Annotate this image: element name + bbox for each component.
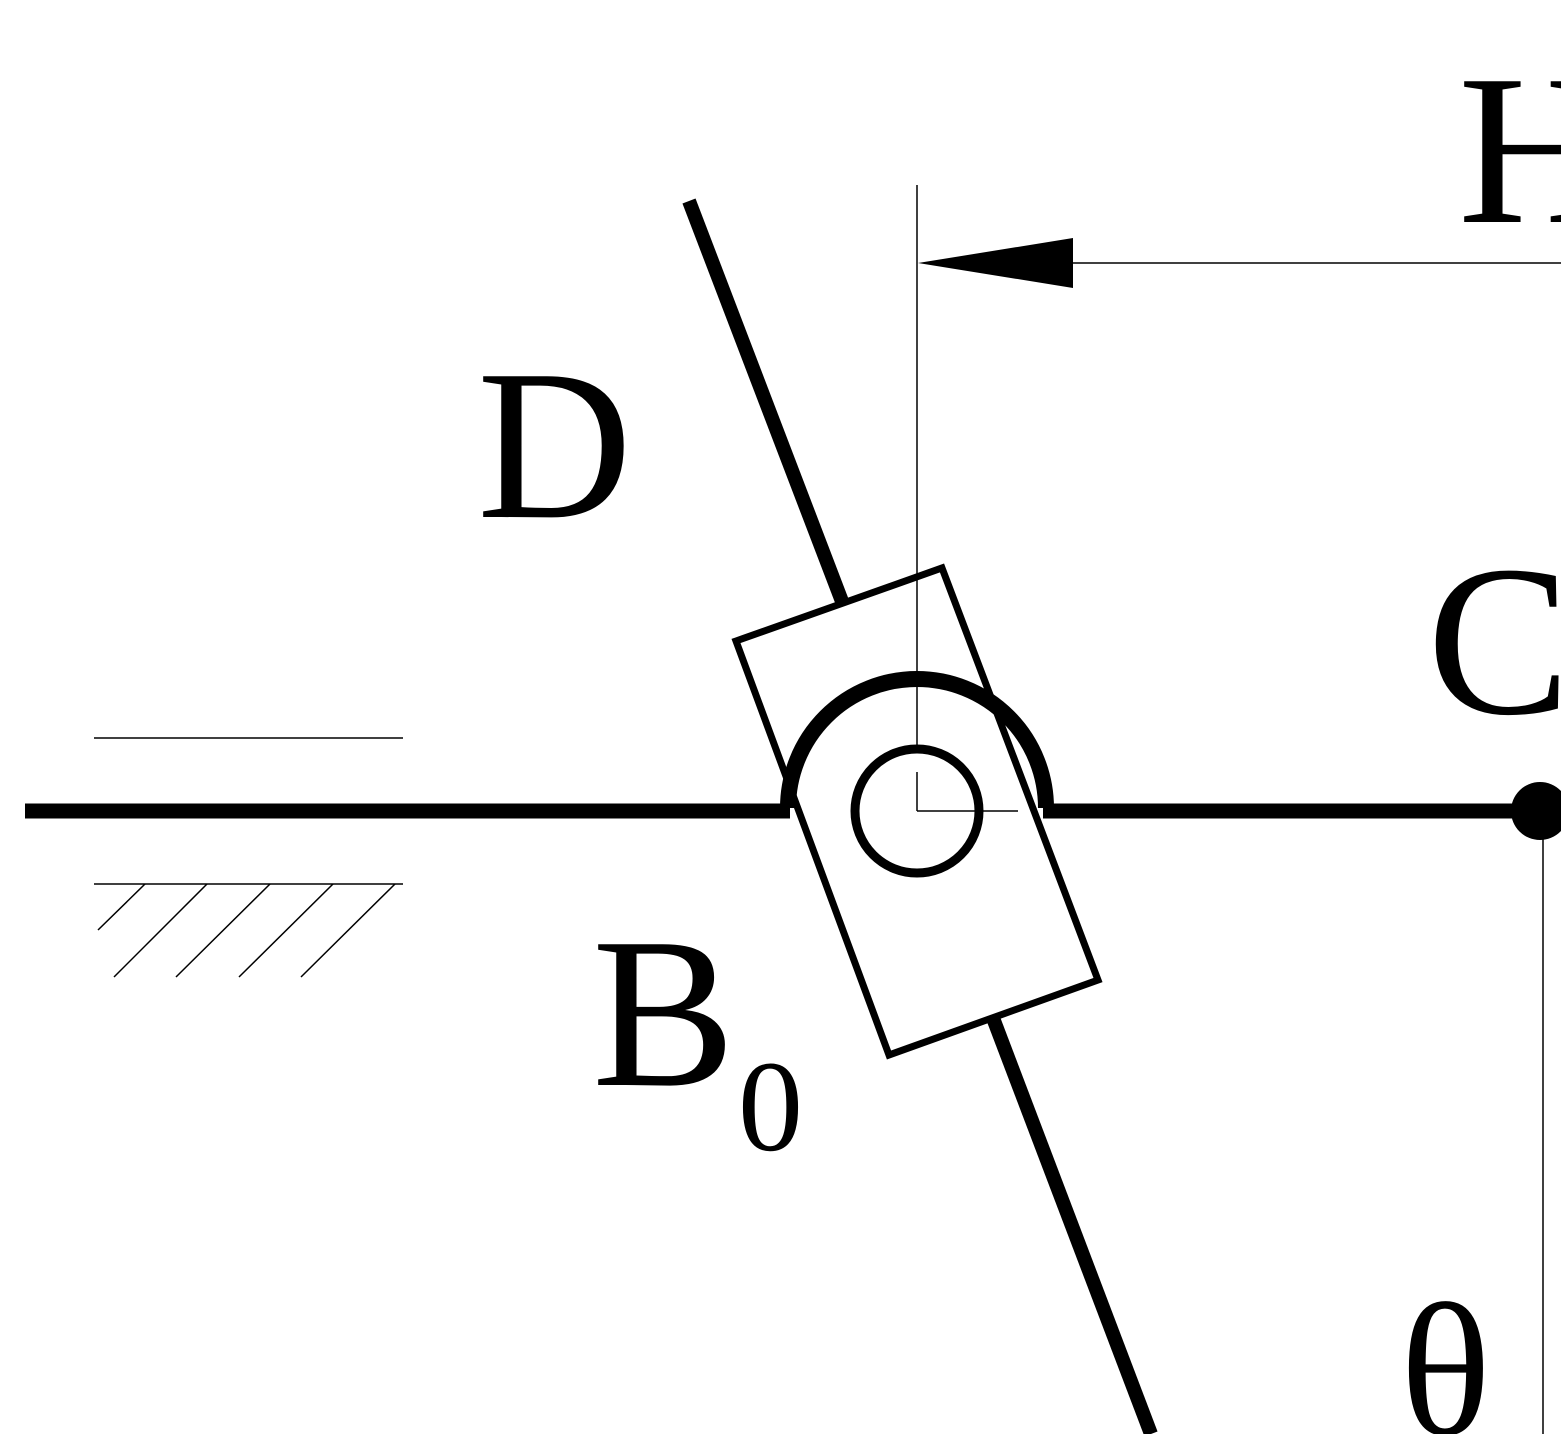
ground-hatch-line [238,883,334,978]
label-c: C [1427,521,1561,760]
ground-hatch-line [300,883,396,978]
ground-support [94,737,403,978]
dimension-arrowhead [918,238,1073,288]
point-c-dot [1511,782,1561,840]
label-theta: θ [1400,1266,1491,1434]
ground-hatch-line [113,883,208,978]
ground-hatch-line [175,883,271,978]
label-b: B [592,893,735,1132]
label-d: D [477,325,632,564]
inclined-rod-upper [682,198,850,607]
inclined-rod-lower [986,1015,1158,1434]
label-h: H [1458,30,1561,269]
label-b-subscript: 0 [738,1035,803,1179]
ground-hatch-line [97,883,146,931]
